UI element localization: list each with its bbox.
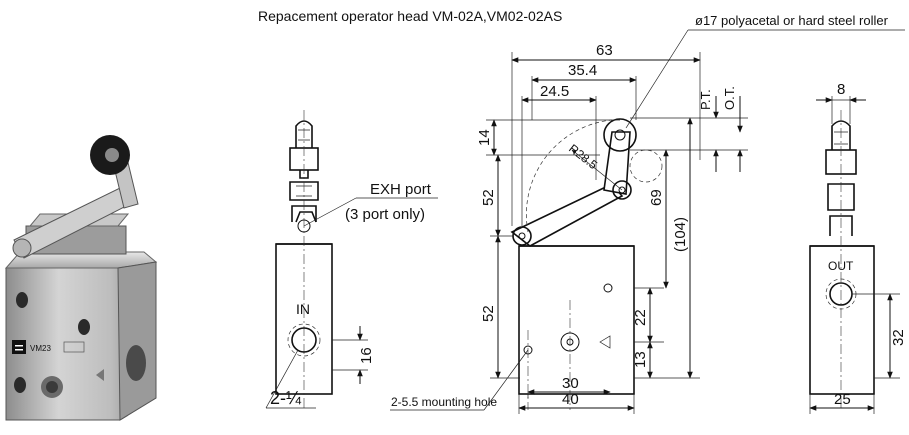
side-view-in: IN EXH port (3 port only) 16 2-¼ — [265, 110, 438, 410]
dim-32: 32 — [890, 329, 907, 346]
valve-product-photo: VM23 — [4, 135, 158, 421]
exh-port-label: EXH port — [370, 181, 432, 198]
exh-port-note: (3 port only) — [345, 206, 425, 223]
dim-13: 13 — [632, 351, 649, 368]
port-out-label: OUT — [828, 259, 854, 273]
mounting-hole-label: 2-5.5 mounting hole — [391, 395, 497, 409]
dim-24-5: 24.5 — [540, 83, 569, 100]
dim-r28-5: R28.5 — [566, 141, 600, 172]
dim-22: 22 — [632, 309, 649, 326]
port-in-label: IN — [296, 301, 310, 317]
dim-35-4: 35.4 — [568, 62, 597, 79]
dim-30: 30 — [562, 375, 579, 392]
dim-63: 63 — [596, 42, 613, 59]
dim-25: 25 — [834, 391, 851, 408]
roller-callout: ø17 polyacetal or hard steel roller — [695, 13, 889, 28]
dim-52-top: 52 — [480, 189, 497, 206]
front-view: R28.5 63 35.4 24.5 14 52 52 — [390, 13, 905, 414]
dim-69: 69 — [648, 189, 665, 206]
pt-label: P.T. — [698, 89, 713, 110]
dim-14: 14 — [476, 129, 493, 146]
product-label: VM23 — [30, 344, 51, 353]
ot-label: O.T. — [722, 86, 737, 110]
port-thread-label: 2-¼ — [270, 388, 302, 408]
dim-52-bottom: 52 — [480, 305, 497, 322]
dim-16: 16 — [358, 347, 375, 364]
side-view-out: OUT 8 32 25 — [809, 81, 907, 414]
dim-40: 40 — [562, 391, 579, 408]
dim-104: (104) — [672, 217, 689, 252]
dim-8: 8 — [837, 81, 845, 98]
caption: Repacement operator head VM-02A,VM02-02A… — [258, 8, 562, 24]
